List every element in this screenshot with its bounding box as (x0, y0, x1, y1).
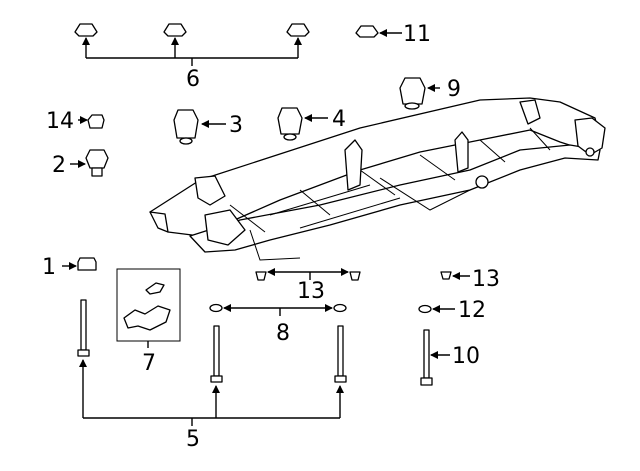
washer-icon (255, 271, 452, 281)
callout-13-lower: 13 (472, 267, 500, 292)
callout-7: 7 (142, 351, 156, 376)
callout-3: 3 (229, 113, 243, 138)
callout-9: 9 (447, 77, 461, 102)
callout-10: 10 (452, 344, 480, 369)
washer-icon (209, 303, 432, 314)
callout-11: 11 (403, 22, 431, 47)
callout-8: 8 (276, 321, 290, 346)
callout-4: 4 (332, 107, 346, 132)
callout-2: 2 (52, 153, 66, 178)
callout-5: 5 (186, 427, 200, 452)
body-mount-icon (77, 77, 426, 271)
callout-13-upper: 13 (297, 279, 325, 304)
callout-1: 1 (42, 255, 56, 280)
mount-bolt-icon (77, 299, 433, 386)
vehicle-frame-icon (149, 97, 606, 261)
callout-14: 14 (46, 109, 74, 134)
callout-6: 6 (186, 67, 200, 92)
bracket-icon (123, 282, 171, 331)
bracket-box (116, 268, 181, 342)
callout-12: 12 (458, 298, 486, 323)
body-mount-icon (74, 23, 379, 38)
